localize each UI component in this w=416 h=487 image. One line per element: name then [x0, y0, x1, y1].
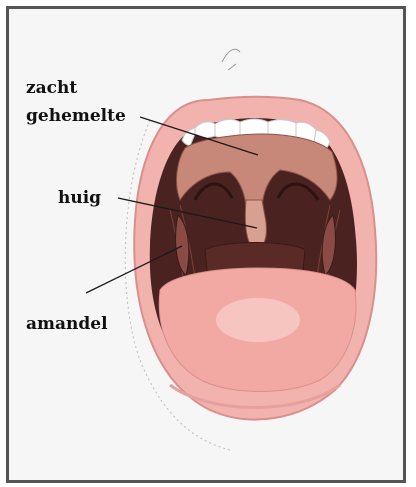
tongue-highlight	[216, 298, 300, 342]
label-amandel: amandel	[26, 316, 108, 333]
label-zacht: zacht	[26, 80, 77, 97]
nose-outline	[222, 49, 240, 70]
label-gehemelte: gehemelte	[26, 108, 126, 125]
label-huig: huig	[58, 190, 101, 207]
